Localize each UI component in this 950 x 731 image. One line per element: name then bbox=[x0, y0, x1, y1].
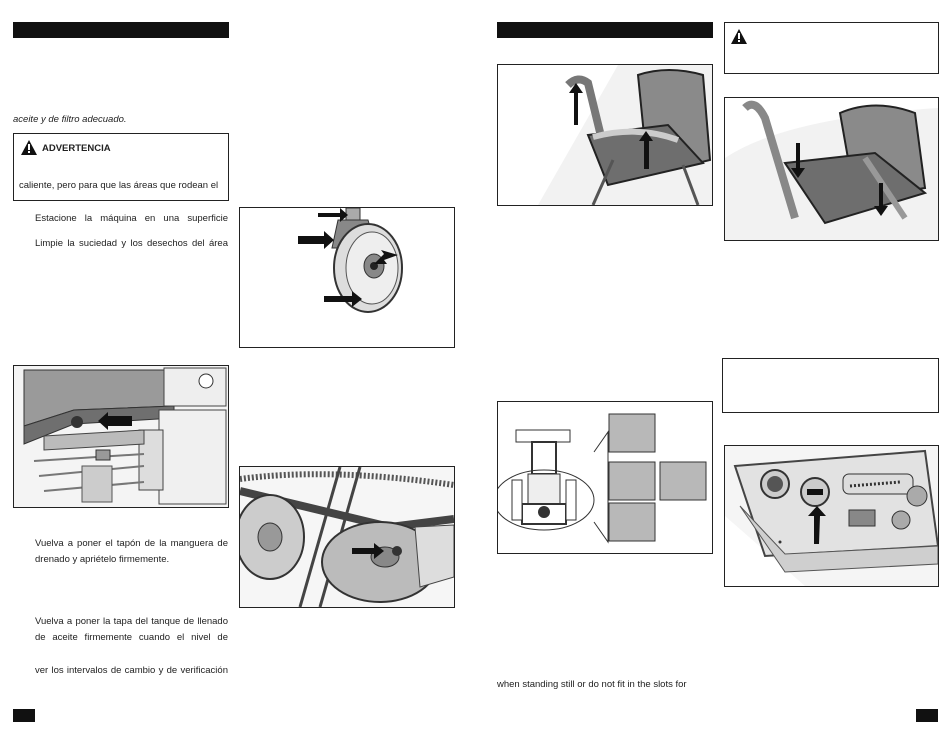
warning-triangle-icon bbox=[731, 29, 747, 44]
step-fill-line1: Vuelva a poner la tapa del tanque de lle… bbox=[35, 616, 228, 627]
warning-title: ADVERTENCIA bbox=[42, 143, 111, 154]
page-number-tab-left bbox=[13, 709, 35, 722]
step-fill-line2: de aceite firmemente cuando el nivel de bbox=[35, 632, 228, 643]
page-number-tab-right bbox=[916, 709, 938, 722]
warning-text: caliente, pero para que las áreas que ro… bbox=[19, 180, 219, 191]
section-header-bar-right bbox=[497, 22, 713, 38]
figure-top-view-diagram bbox=[497, 401, 713, 554]
warning-box-right bbox=[724, 22, 939, 74]
figure-seat-lowered bbox=[724, 97, 939, 241]
step-replace-cap-line1: Vuelva a poner el tapón de la manguera d… bbox=[35, 538, 228, 549]
figure-seat-raised bbox=[497, 64, 713, 206]
warning-triangle-icon bbox=[21, 140, 37, 155]
figure-drain-plug bbox=[13, 365, 229, 508]
step-replace-cap-line2: drenado y apriételo firmemente. bbox=[35, 554, 170, 565]
figure-deck-pulley bbox=[239, 466, 455, 608]
warning-box: ADVERTENCIA caliente, pero para que las … bbox=[13, 133, 229, 201]
note-box-right bbox=[722, 358, 939, 413]
step-clean: Limpie la suciedad y los desechos del ár… bbox=[35, 238, 228, 249]
figure-caster-wheel bbox=[239, 207, 455, 348]
intro-fragment: aceite y de filtro adecuado. bbox=[13, 114, 127, 125]
right-bottom-fragment: when standing still or do not fit in the… bbox=[497, 679, 687, 690]
step-park: Estacione la máquina en una superficie bbox=[35, 213, 228, 224]
step-intervals: ver los intervalos de cambio y de verifi… bbox=[35, 665, 228, 676]
section-header-bar-left bbox=[13, 22, 229, 38]
figure-dashboard-controls bbox=[724, 445, 939, 587]
